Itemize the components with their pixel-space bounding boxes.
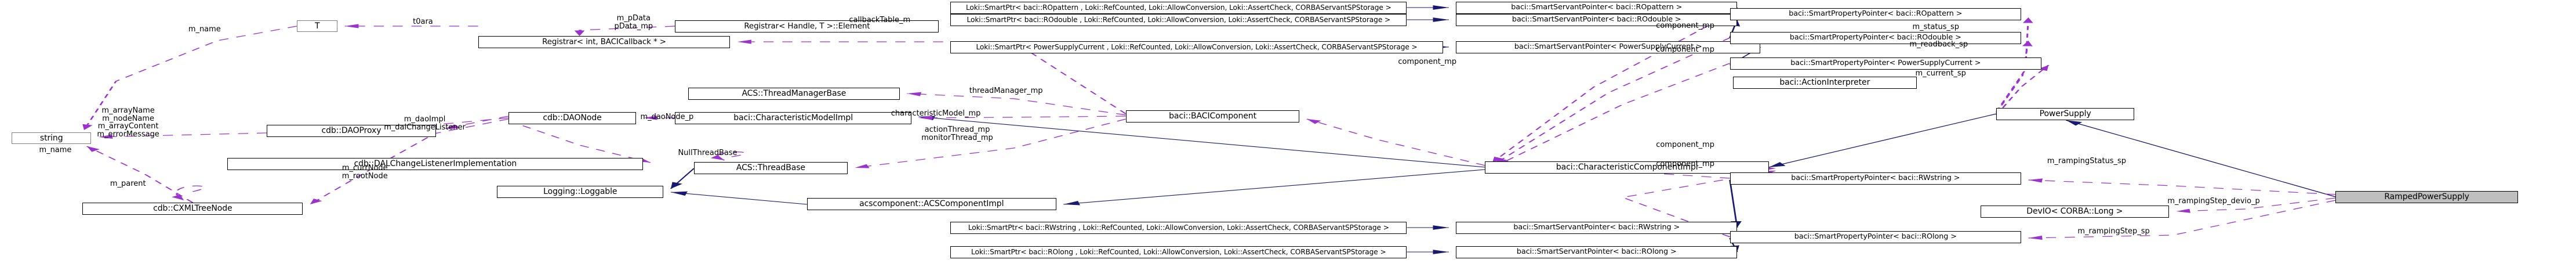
class-node-loki_ropattern[interactable]: Loki::SmartPtr< baci::ROpattern , Loki::… bbox=[950, 2, 1407, 14]
class-node-spp_ropattern[interactable]: baci::SmartPropertyPointer< baci::ROpatt… bbox=[1730, 8, 2021, 20]
class-node-charmodelimpl[interactable]: baci::CharacteristicModelImpl bbox=[675, 112, 911, 124]
edge-label-callback: callbackTable_m bbox=[849, 16, 911, 24]
class-node-rampedpowersupply[interactable]: RampedPowerSupply bbox=[2335, 191, 2519, 203]
edge-label-rampstep: m_rampingStep_sp bbox=[2077, 227, 2150, 236]
edge-label-current: m_current_sp bbox=[1915, 69, 1966, 78]
edge-label-status_sp: m_status_sp bbox=[1912, 23, 1959, 31]
class-node-ssp_rwstring[interactable]: baci::SmartServantPointer< baci::RWstrin… bbox=[1456, 222, 1738, 234]
class-node-devio[interactable]: DevIO< CORBA::Long > bbox=[1980, 206, 2169, 218]
class-node-loki_rwstring[interactable]: Loki::SmartPtr< baci::RWstring , Loki::R… bbox=[950, 222, 1407, 234]
class-node-ssp_rolong[interactable]: baci::SmartServantPointer< baci::ROlong … bbox=[1456, 246, 1738, 258]
class-node-actioninterpreter[interactable]: baci::ActionInterpreter bbox=[1732, 77, 1917, 89]
class-node-charcomponentimpl[interactable]: baci::CharacteristicComponentImpl bbox=[1485, 161, 1770, 174]
class-node-cxmltreenode[interactable]: cdb::CXMLTreeNode bbox=[82, 203, 303, 215]
class-node-spp_rwstring[interactable]: baci::SmartPropertyPointer< baci::RWstri… bbox=[1730, 172, 2021, 185]
class-node-spp_rodouble[interactable]: baci::SmartPropertyPointer< baci::ROdoub… bbox=[1730, 32, 2021, 44]
edge-label-mname_top: m_name bbox=[188, 25, 221, 34]
edge-label-mparent: m_parent bbox=[110, 179, 146, 188]
class-node-ssp_rodouble[interactable]: baci::SmartServantPointer< baci::ROdoubl… bbox=[1456, 14, 1738, 26]
class-node-loki_rolong[interactable]: Loki::SmartPtr< baci::ROlong , Loki::Ref… bbox=[950, 246, 1407, 258]
class-node-spp_rolong[interactable]: baci::SmartPropertyPointer< baci::ROlong… bbox=[1730, 231, 2021, 243]
edge-label-threadmgr: threadManager_mp bbox=[969, 87, 1043, 95]
edge-label-mname_left: m_name bbox=[39, 146, 72, 154]
edge-label-comp_mp_1: component_mp bbox=[1398, 57, 1457, 66]
class-node-loki_psc[interactable]: Loki::SmartPtr< PowerSupplyCurrent , Lok… bbox=[950, 41, 1443, 53]
class-node-daonode[interactable]: cdb::DAONode bbox=[508, 112, 636, 124]
edge-label-rampdevio: m_rampingStep_devio_p bbox=[2167, 197, 2260, 206]
edge-label-comp_mp_2: component_mp bbox=[1656, 21, 1714, 30]
class-node-registrar_handle[interactable]: Registrar< Handle, T >::Element bbox=[675, 20, 939, 33]
class-node-ssp_ropattern[interactable]: baci::SmartServantPointer< baci::ROpatte… bbox=[1456, 2, 1738, 14]
class-node-registrar_int[interactable]: Registrar< int, BACICallback * > bbox=[478, 36, 731, 48]
class-node-spp_psc[interactable]: baci::SmartPropertyPointer< PowerSupplyC… bbox=[1730, 57, 2041, 70]
edge-label-comp_mp_4: component_mp bbox=[1656, 140, 1714, 149]
edge-label-nullthread: NullThreadBase bbox=[678, 149, 737, 157]
class-node-threadmanagerbase[interactable]: ACS::ThreadManagerBase bbox=[688, 88, 900, 100]
class-node-loki_rodouble[interactable]: Loki::SmartPtr< baci::ROdouble , Loki::R… bbox=[950, 14, 1407, 26]
edge-label-comp_mp_3: component_mp bbox=[1656, 45, 1714, 54]
edge-label-charmodel: characteristicModel_mp bbox=[891, 109, 981, 118]
class-node-ssp_psc[interactable]: baci::SmartServantPointer< PowerSupplyCu… bbox=[1456, 41, 1761, 53]
class-node-string[interactable]: string bbox=[11, 132, 92, 144]
edge-label-rampstat: m_rampingStatus_sp bbox=[2047, 157, 2127, 165]
class-node-daoproxy[interactable]: cdb::DAOProxy bbox=[266, 125, 437, 137]
class-node-dalchangelistener[interactable]: cdb::DALChangeListenerImplementation bbox=[227, 158, 644, 170]
class-node-threadbase[interactable]: ACS::ThreadBase bbox=[693, 162, 848, 174]
edge-label-readback: m_readback_sp bbox=[1909, 40, 1968, 49]
class-node-powersupply[interactable]: PowerSupply bbox=[1996, 108, 2134, 120]
class-node-bacicomponent[interactable]: baci::BACIComponent bbox=[1125, 110, 1300, 123]
edge-label-t_ipara: t0ara bbox=[413, 17, 433, 26]
class-node-T[interactable]: T bbox=[297, 20, 338, 32]
edge-label-comp_mp_5: component_mp bbox=[1656, 160, 1714, 168]
class-node-acscomponentimpl[interactable]: acscomponent::ACSComponentImpl bbox=[806, 198, 1056, 210]
edge-label-daonode_p: m_daoNode_p bbox=[640, 113, 694, 121]
class-node-loggable[interactable]: Logging::Loggable bbox=[497, 186, 664, 198]
